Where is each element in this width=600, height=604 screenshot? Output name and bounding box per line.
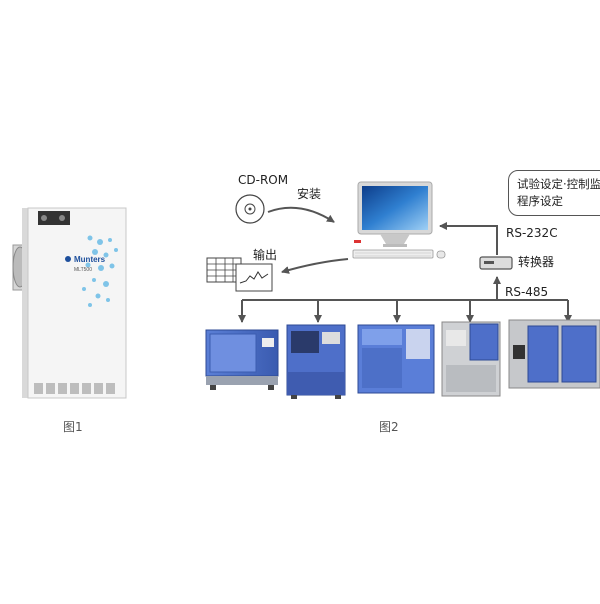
test-chamber-4 [441, 321, 501, 397]
converter-label: 转换器 [518, 255, 555, 269]
output-label: 输出 [253, 248, 278, 262]
rs232-arrow [439, 222, 498, 255]
callout-line-1: 试验设定·控制监 [517, 177, 600, 191]
callout-line-2: 程序设定 [517, 194, 563, 208]
computer-icon [352, 181, 446, 259]
test-chamber-1 [205, 329, 279, 390]
rs485-bus [238, 276, 572, 323]
rs232-label: RS-232C [506, 226, 558, 240]
install-label: 安装 [297, 187, 322, 201]
install-arrow [267, 206, 335, 223]
model-name: MLT500 [74, 267, 92, 273]
output-arrow [281, 258, 349, 274]
rs485-label: RS-485 [505, 285, 549, 299]
test-chamber-3 [357, 324, 435, 394]
brand-logo-icon [65, 256, 71, 262]
converter-icon [479, 256, 513, 270]
cd-rom-icon [235, 194, 265, 224]
dehumidifier-unit: Munters MLT500 [12, 207, 127, 399]
brand-name: Munters [74, 255, 106, 264]
figure-2-caption: 图2 [379, 420, 399, 434]
figure-1-caption: 图1 [63, 420, 83, 434]
test-chamber-5 [508, 319, 600, 389]
settings-callout: 试验设定·控制监 程序设定 [508, 170, 600, 216]
test-chamber-2 [286, 324, 346, 399]
cd-rom-label: CD-ROM [238, 173, 289, 187]
report-document-icon [206, 257, 273, 292]
